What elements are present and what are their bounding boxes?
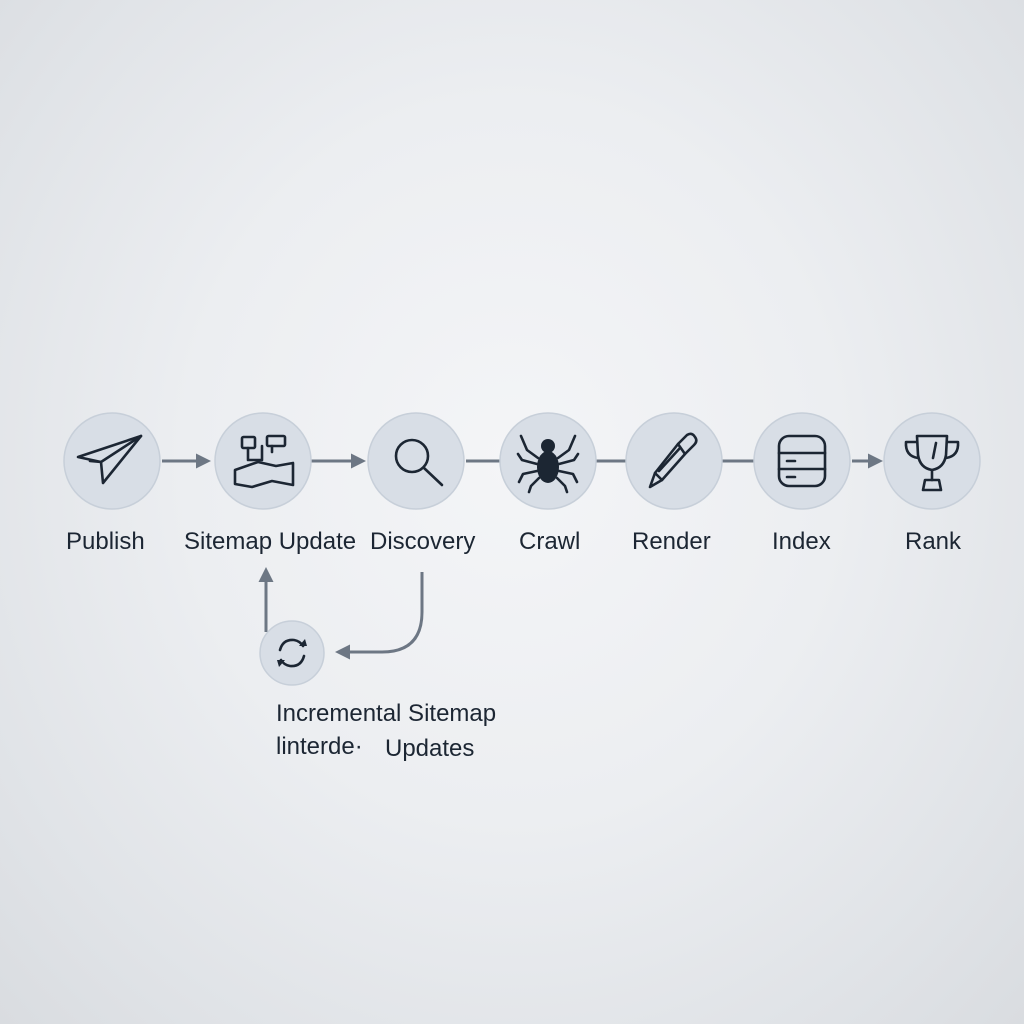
step-node-discovery	[367, 412, 465, 510]
spider-icon	[516, 434, 580, 494]
pen-icon	[648, 432, 698, 489]
refresh-icon	[277, 638, 307, 668]
step-label-index: Index	[772, 528, 831, 555]
step-label-sitemap-update: Sitemap Update	[184, 528, 357, 555]
step-label-rank: Rank	[905, 528, 962, 555]
feedback-node	[259, 620, 325, 686]
database-icon	[777, 434, 827, 488]
step-node-rank	[883, 412, 981, 510]
step-node-index	[753, 412, 851, 510]
step-label-render: Render	[632, 528, 711, 555]
step-node-render	[625, 412, 723, 510]
trophy-icon	[904, 434, 960, 492]
sitemap-icon	[233, 434, 295, 489]
step-node-publish	[63, 412, 161, 510]
paper-plane-icon	[76, 434, 143, 485]
step-node-sitemap-update	[214, 412, 312, 510]
feedback-caption-line2a: linterde·	[276, 733, 363, 760]
step-label-crawl: Crawl	[519, 528, 581, 555]
magnifier-icon	[394, 438, 444, 487]
step-label-discovery: Discovery	[370, 528, 476, 555]
feedback-caption-line1: Incremental Sitemap	[276, 700, 497, 727]
step-node-crawl	[499, 412, 597, 510]
feedback-caption-line2b: Updates	[385, 735, 475, 762]
feedback-arrow-from-discovery	[335, 572, 424, 660]
step-label-publish: Publish	[66, 528, 145, 555]
